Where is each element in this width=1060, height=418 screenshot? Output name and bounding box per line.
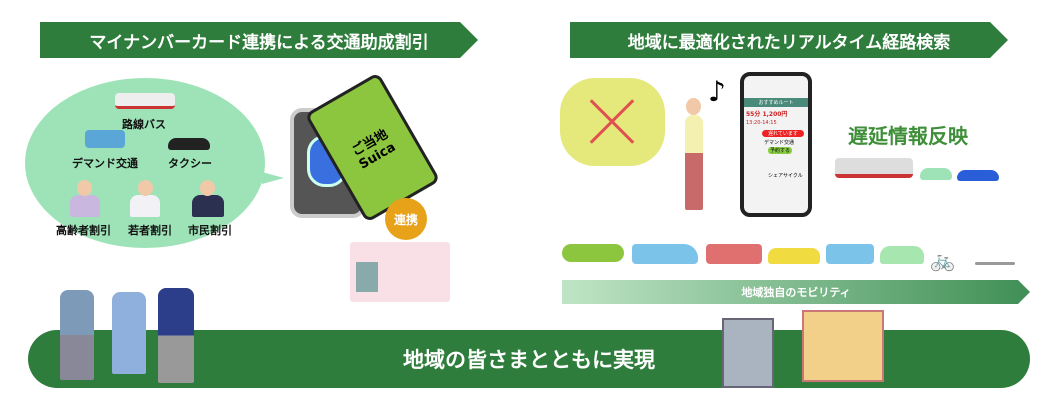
music-note-icon: ♪ [708, 75, 726, 108]
route-search-phone: おすすめルート 55分 1,200円 13:20-14:15 遅れています デマ… [740, 72, 812, 217]
school-icon [802, 310, 884, 382]
head-icon [686, 98, 701, 115]
car-icon [957, 170, 999, 181]
phone-demand: デマンド交通 [764, 140, 795, 146]
elderly-man-icon [60, 290, 94, 380]
mode-label: タクシー [168, 157, 212, 170]
woman-with-phone-icon [685, 115, 703, 210]
van-icon [826, 244, 874, 264]
discount-label: 高齢者割引 [56, 224, 111, 237]
car-icon [920, 168, 952, 180]
discount-label: 市民割引 [188, 224, 232, 237]
phone-header: おすすめルート [744, 98, 808, 107]
taxi-icon [768, 248, 820, 264]
citizen-icon [192, 195, 224, 217]
bubble-tail [262, 172, 284, 184]
air-mobility-icon [562, 244, 624, 262]
youth-icon [130, 195, 160, 217]
taxi-icon [168, 138, 210, 150]
train-icon [632, 244, 698, 264]
left-section-title: マイナンバーカード連携による交通助成割引 [40, 22, 478, 58]
discount-label: 若者割引 [128, 224, 172, 237]
city-hall-icon [722, 318, 774, 388]
route-bus-icon [115, 93, 175, 109]
mode-label: 路線バス [122, 118, 166, 131]
head-icon [77, 180, 92, 196]
small-car-icon [880, 246, 924, 264]
woman-icon [112, 292, 146, 374]
reserve-button: 予約する [768, 147, 792, 154]
bicycle-icon: 🚲 [930, 248, 955, 272]
id-photo [356, 262, 378, 292]
bus-icon [706, 244, 762, 264]
link-badge: 連携 [385, 198, 427, 240]
phone-summary: 55分 1,200円 [746, 111, 788, 118]
delay-info-label: 遅延情報反映 [848, 124, 968, 148]
kick-scooter-icon [975, 262, 1015, 265]
elderly-icon [70, 195, 100, 217]
delay-badge: 遅れています [762, 130, 804, 137]
phone-cycle: シェアサイクル [768, 173, 803, 179]
bus-icon [835, 158, 913, 178]
my-number-card-icon [350, 242, 450, 302]
head-icon [200, 180, 215, 196]
phone-time: 13:20-14:15 [746, 120, 777, 126]
mode-label: デマンド交通 [72, 157, 138, 170]
man-icon [158, 288, 194, 383]
demand-bus-icon [85, 130, 125, 148]
head-icon [138, 180, 153, 196]
mobility-arrow: 地域独自のモビリティ [562, 280, 1030, 304]
right-section-title: 地域に最適化されたリアルタイム経路検索 [570, 22, 1008, 58]
